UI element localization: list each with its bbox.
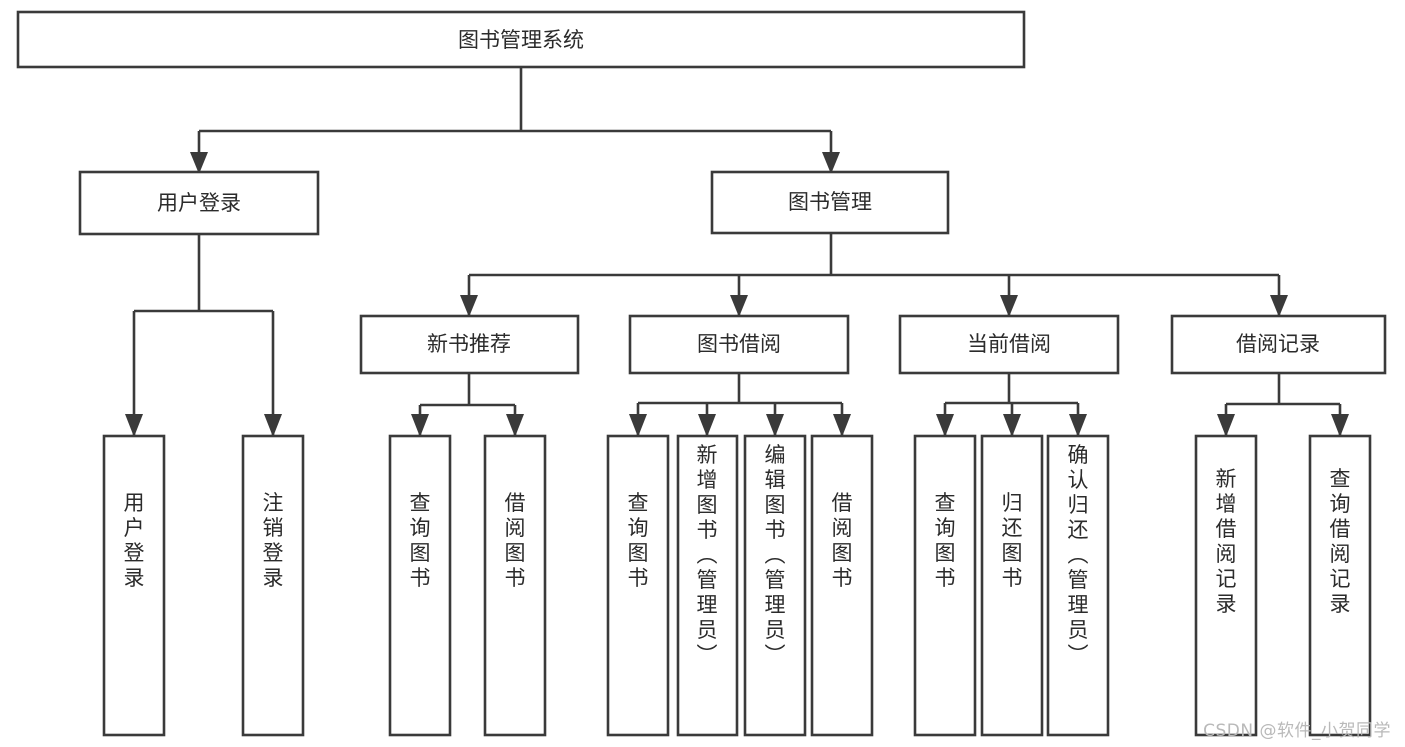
node-box-leaf-confirm-return[interactable] <box>1046 434 1110 737</box>
node-label-leaf-add-record: 新增借阅记录 <box>1216 467 1237 616</box>
node-label-leaf-query-book-1: 查询图书 <box>410 491 431 590</box>
node-box-leaf-logout[interactable] <box>241 434 305 737</box>
node-label-leaf-add-book: 新增图书︵管理员︶ <box>697 443 718 667</box>
node-leaf-add-book[interactable]: 新增图书︵管理员︶ <box>676 434 739 737</box>
connector-group-book-borrow <box>629 373 851 437</box>
node-label-leaf-query-record: 查询借阅记录 <box>1330 467 1351 616</box>
node-label-leaf-borrow-book-2: 借阅图书 <box>832 491 853 590</box>
watermark-label: CSDN @软件_小贺同学 <box>1203 721 1391 741</box>
arrow-head-icon <box>698 414 716 437</box>
node-box-leaf-query-record[interactable] <box>1308 434 1372 737</box>
arrow-head-icon <box>1003 414 1021 437</box>
node-label-user-login: 用户登录 <box>157 191 241 215</box>
node-user-login[interactable]: 用户登录 <box>78 170 320 236</box>
node-label-leaf-confirm-return: 确认归还︵管理员︶ <box>1068 443 1089 667</box>
connector-group-new-book-rec <box>411 373 524 437</box>
node-leaf-return-book[interactable]: 归还图书 <box>980 434 1044 737</box>
arrow-head-icon <box>629 414 647 437</box>
node-box-leaf-add-record[interactable] <box>1194 434 1258 737</box>
node-box-leaf-edit-book[interactable] <box>743 434 807 737</box>
arrow-head-icon <box>125 414 143 437</box>
arrow-head-icon <box>936 414 954 437</box>
arrow-head-icon <box>1270 295 1288 317</box>
node-box-leaf-query-book-1[interactable] <box>388 434 452 737</box>
arrow-head-icon <box>506 414 524 437</box>
node-new-book-rec[interactable]: 新书推荐 <box>359 314 580 375</box>
node-box-user-login[interactable] <box>78 170 320 236</box>
arrow-head-icon <box>1069 414 1087 437</box>
node-root[interactable]: 图书管理系统 <box>16 10 1026 69</box>
node-current-borrow[interactable]: 当前借阅 <box>898 314 1120 375</box>
node-borrow-record[interactable]: 借阅记录 <box>1170 314 1387 375</box>
connector-group-current-borrow <box>936 373 1087 437</box>
node-box-new-book-rec[interactable] <box>359 314 580 375</box>
node-box-leaf-borrow-book-1[interactable] <box>483 434 547 737</box>
arrow-head-icon <box>1000 295 1018 317</box>
node-label-leaf-edit-book: 编辑图书︵管理员︶ <box>765 443 786 667</box>
node-box-leaf-add-book[interactable] <box>676 434 739 737</box>
node-leaf-logout[interactable]: 注销登录 <box>241 434 305 737</box>
arrow-head-icon <box>766 414 784 437</box>
connector-group-borrow-record <box>1217 373 1349 437</box>
arrow-head-icon <box>411 414 429 437</box>
node-box-book-borrow[interactable] <box>628 314 850 375</box>
node-label-book-manage: 图书管理 <box>788 190 872 214</box>
node-box-leaf-query-book-3[interactable] <box>913 434 977 737</box>
node-leaf-query-record[interactable]: 查询借阅记录 <box>1308 434 1372 737</box>
node-leaf-query-book-3[interactable]: 查询图书 <box>913 434 977 737</box>
arrow-head-icon <box>1331 414 1349 437</box>
arrow-head-icon <box>1217 414 1235 437</box>
node-book-manage[interactable]: 图书管理 <box>710 170 950 235</box>
node-label-borrow-record: 借阅记录 <box>1236 332 1320 356</box>
node-box-book-manage[interactable] <box>710 170 950 235</box>
node-leaf-borrow-book-2[interactable]: 借阅图书 <box>810 434 874 737</box>
node-box-borrow-record[interactable] <box>1170 314 1387 375</box>
node-leaf-user-login[interactable]: 用户登录 <box>102 434 166 737</box>
connector-group-root <box>190 67 840 174</box>
node-box-leaf-return-book[interactable] <box>980 434 1044 737</box>
node-box-root[interactable] <box>16 10 1026 69</box>
node-box-current-borrow[interactable] <box>898 314 1120 375</box>
arrow-head-icon <box>460 295 478 317</box>
node-label-leaf-borrow-book-1: 借阅图书 <box>505 491 526 590</box>
node-label-leaf-logout: 注销登录 <box>263 491 284 590</box>
node-label-new-book-rec: 新书推荐 <box>427 332 511 356</box>
node-box-leaf-user-login[interactable] <box>102 434 166 737</box>
node-book-borrow[interactable]: 图书借阅 <box>628 314 850 375</box>
node-leaf-edit-book[interactable]: 编辑图书︵管理员︶ <box>743 434 807 737</box>
node-label-current-borrow: 当前借阅 <box>967 332 1051 356</box>
node-leaf-add-record[interactable]: 新增借阅记录 <box>1194 434 1258 737</box>
arrow-head-icon <box>730 295 748 317</box>
node-leaf-borrow-book-1[interactable]: 借阅图书 <box>483 434 547 737</box>
node-label-leaf-query-book-2: 查询图书 <box>628 491 649 590</box>
connector-group-user-login <box>125 234 282 437</box>
node-label-root: 图书管理系统 <box>458 28 584 52</box>
arrow-head-icon <box>833 414 851 437</box>
node-leaf-confirm-return[interactable]: 确认归还︵管理员︶ <box>1046 434 1110 737</box>
node-label-leaf-query-book-3: 查询图书 <box>935 491 956 590</box>
node-leaf-query-book-2[interactable]: 查询图书 <box>606 434 670 737</box>
node-box-leaf-query-book-2[interactable] <box>606 434 670 737</box>
node-leaf-query-book-1[interactable]: 查询图书 <box>388 434 452 737</box>
arrow-head-icon <box>264 414 282 437</box>
node-box-leaf-borrow-book-2[interactable] <box>810 434 874 737</box>
node-label-leaf-user-login: 用户登录 <box>124 491 145 590</box>
arrow-head-icon <box>822 152 840 174</box>
node-label-book-borrow: 图书借阅 <box>697 332 781 356</box>
node-label-leaf-return-book: 归还图书 <box>1002 491 1023 590</box>
arrow-head-icon <box>190 152 208 174</box>
connector-group-book-manage <box>460 233 1288 317</box>
